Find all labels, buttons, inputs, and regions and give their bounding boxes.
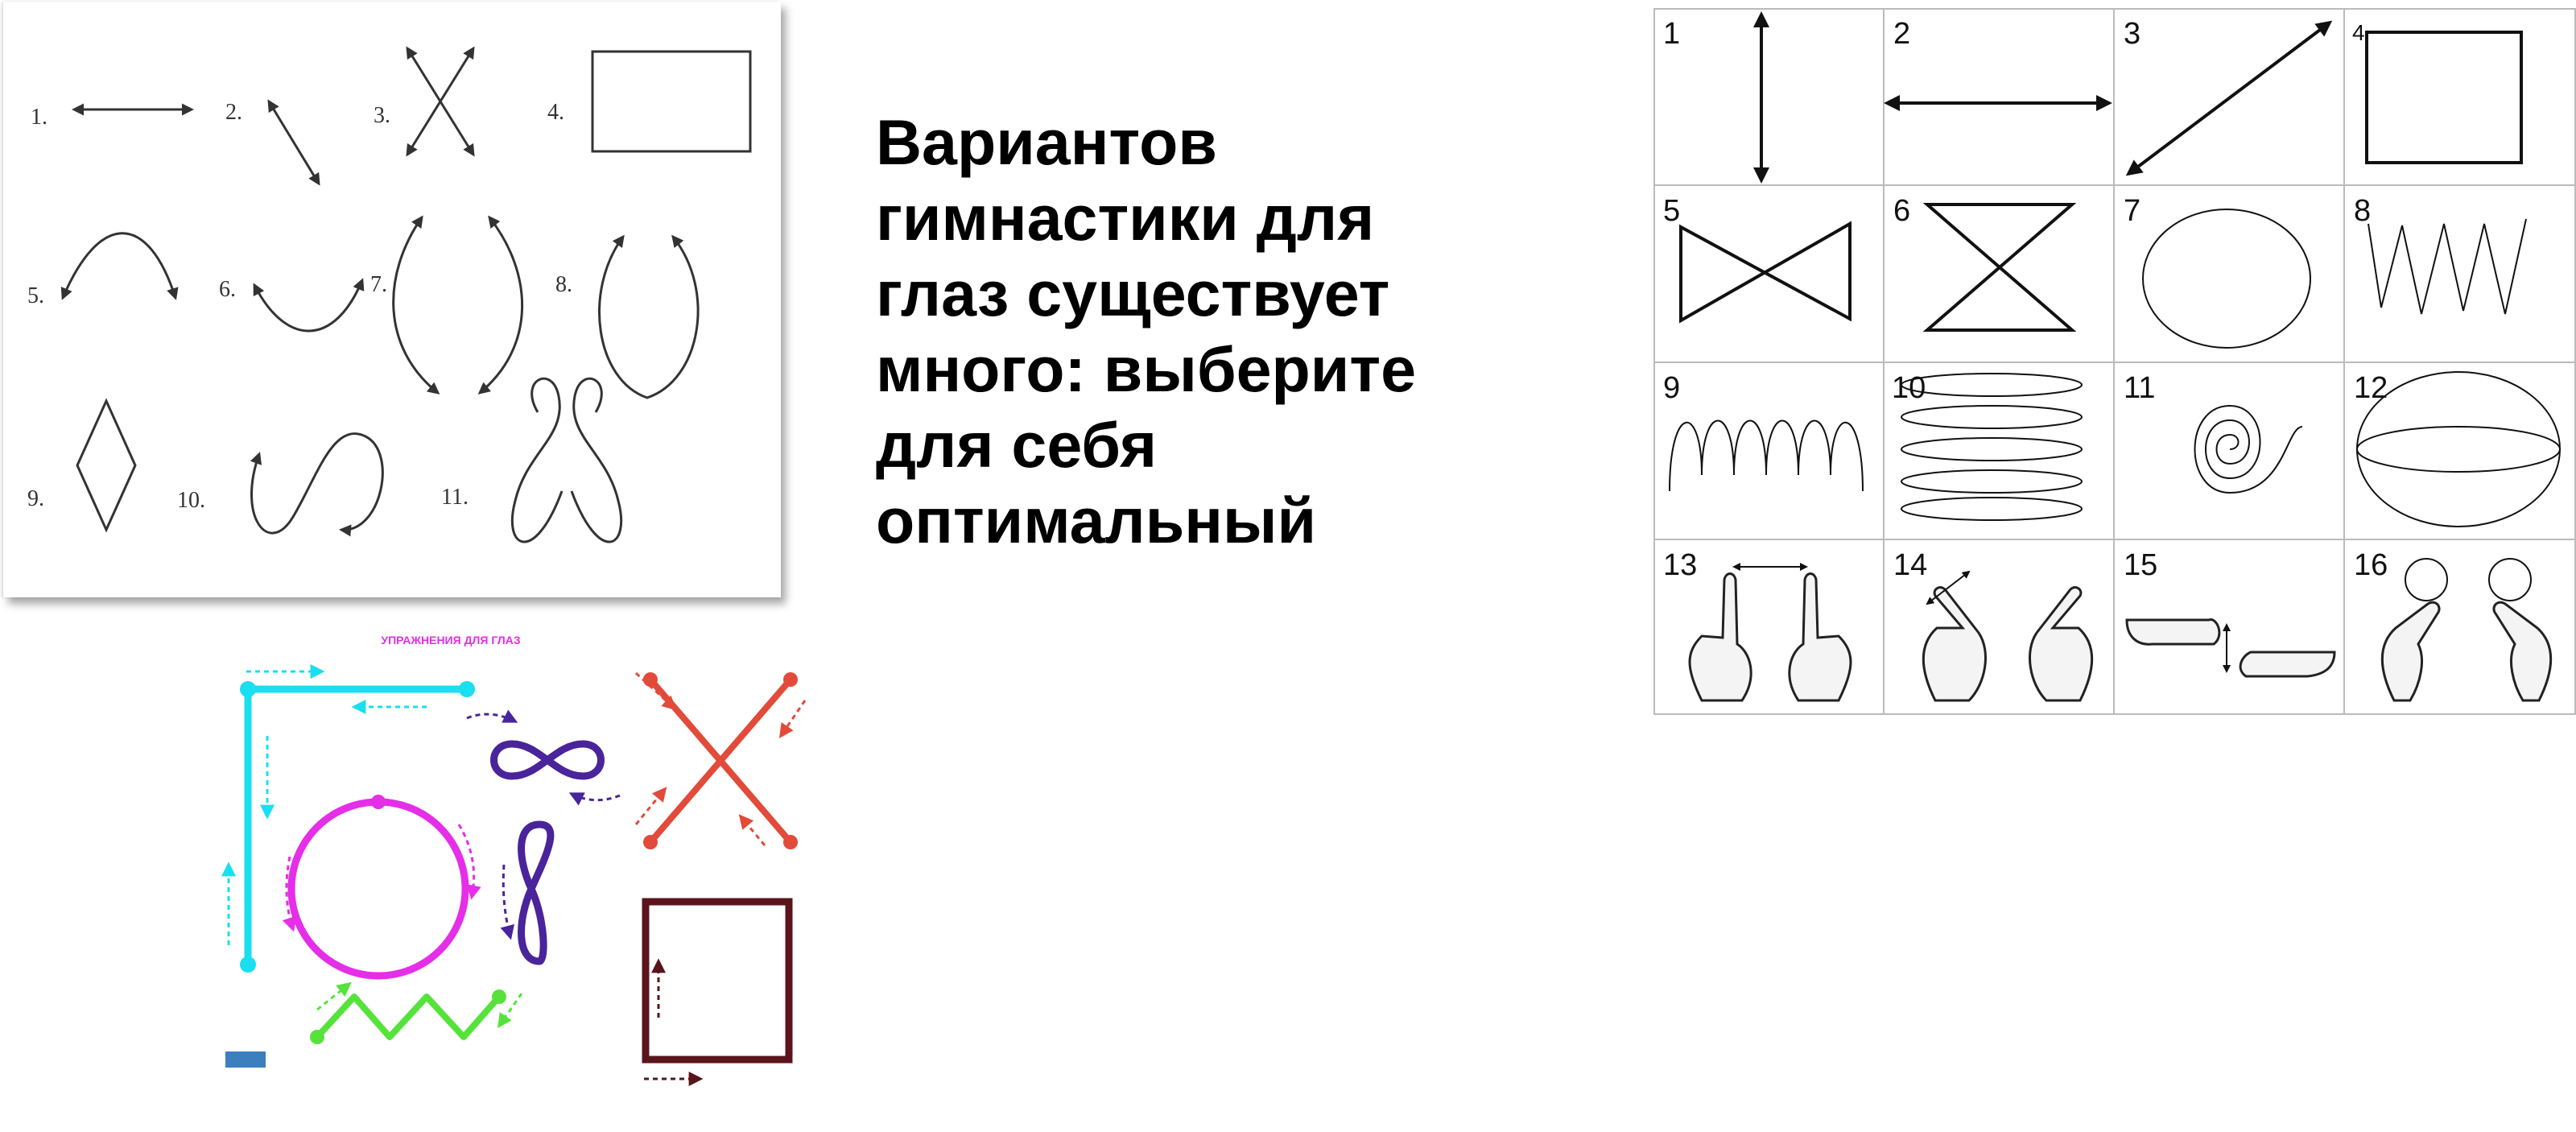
sketch-label-8: 8. <box>555 272 572 297</box>
grid-label-11: 11 <box>2124 371 2155 405</box>
exercise-sketch-panel: 1. 2. 3. 4. 5. 6. 7. 8. 9. 10. 11. <box>3 2 781 597</box>
exercise-grid-panel: 1 2 3 4 5 6 7 8 9 10 11 12 13 14 15 16 <box>1653 8 2576 715</box>
sketch-label-11: 11. <box>441 485 469 510</box>
sketch-label-6: 6. <box>219 277 236 302</box>
heading-line-3: глаз существует <box>876 258 1390 329</box>
exercise-grid: 1 2 3 4 5 6 7 8 9 10 11 12 13 14 15 16 <box>1653 8 2576 715</box>
grid-label-3: 3 <box>2124 17 2140 51</box>
grid-label-12: 12 <box>2354 371 2388 405</box>
grid-label-5: 5 <box>1663 194 1680 228</box>
heading-line-6: оптимальный <box>876 485 1317 556</box>
heading-line-1: Вариантов <box>876 106 1217 178</box>
main-heading: Вариантов гимнастики для глаз существует… <box>876 105 1488 559</box>
grid-label-1: 1 <box>1663 17 1680 51</box>
sketch-label-4: 4. <box>547 100 564 125</box>
grid-label-16: 16 <box>2354 548 2388 582</box>
grid-label-7: 7 <box>2124 194 2140 228</box>
grid-label-13: 13 <box>1663 548 1697 582</box>
heading-line-2: гимнастики для <box>876 182 1375 254</box>
sketch-label-2: 2. <box>225 100 242 125</box>
grid-label-6: 6 <box>1893 194 1910 228</box>
grid-label-4: 4 <box>2352 20 2365 45</box>
grid-label-15: 15 <box>2124 548 2157 582</box>
sketch-label-9: 9. <box>27 486 44 511</box>
exercise-sketch-drawing: 1. 2. 3. 4. 5. 6. 7. 8. 9. 10. 11. <box>27 46 752 543</box>
grid-label-9: 9 <box>1663 371 1680 405</box>
small-logo <box>225 1051 266 1068</box>
colorful-exercise-drawing: УПРАЖНЕНИЯ ДЛЯ ГЛАЗ <box>221 634 807 1086</box>
colorful-chart-title: УПРАЖНЕНИЯ ДЛЯ ГЛАЗ <box>381 634 520 647</box>
grid-label-2: 2 <box>1893 17 1910 51</box>
grid-label-14: 14 <box>1893 548 1927 582</box>
heading-line-4: много: выберите <box>876 333 1416 405</box>
sketch-label-7: 7. <box>370 272 387 297</box>
sketch-label-1: 1. <box>31 105 47 130</box>
colorful-exercise-panel: УПРАЖНЕНИЯ ДЛЯ ГЛАЗ <box>217 623 813 1132</box>
sketch-label-10: 10. <box>177 488 205 513</box>
sketch-label-3: 3. <box>374 103 390 128</box>
sketch-label-5: 5. <box>27 283 44 308</box>
grid-label-10: 10 <box>1892 371 1926 405</box>
heading-line-5: для себя <box>876 409 1158 481</box>
grid-label-8: 8 <box>2354 194 2371 228</box>
